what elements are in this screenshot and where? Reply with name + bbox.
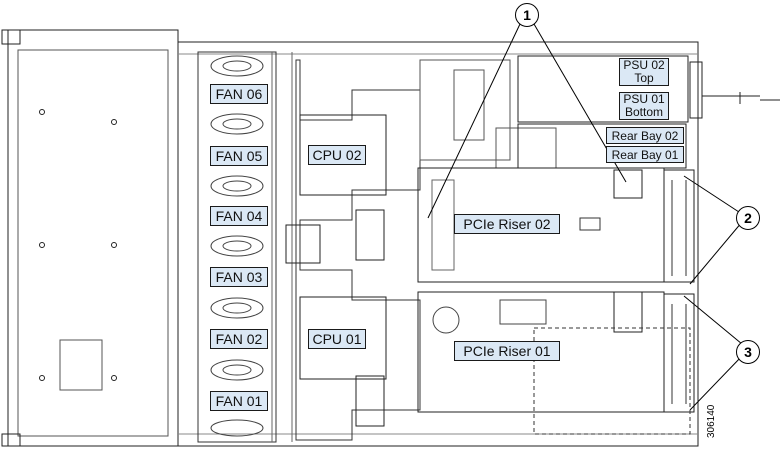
chassis-outline	[177, 41, 699, 447]
callout-1: 1	[515, 3, 539, 27]
rear-bay-02-label: Rear Bay 02	[606, 127, 684, 144]
psu-02-label: PSU 02 Top	[619, 58, 669, 86]
cpu-01-label: CPU 01	[308, 329, 366, 349]
fan-05-label: FAN 05	[210, 146, 268, 166]
fan-04-label: FAN 04	[210, 206, 268, 226]
psu-02-line1: PSU 02	[623, 58, 665, 73]
fan-06-label: FAN 06	[210, 84, 268, 104]
figure-id: 306140	[706, 404, 717, 438]
callout-2: 2	[736, 206, 760, 230]
psu-01-line2: Bottom	[624, 105, 663, 119]
fan-02-label: FAN 02	[210, 329, 268, 349]
fan-01-label: FAN 01	[210, 391, 268, 411]
pcie-riser-02-label: PCIe Riser 02	[454, 214, 560, 234]
cpu-02-label: CPU 02	[308, 145, 366, 165]
front-drive-bay	[7, 29, 179, 447]
psu-01-line1: PSU 01	[623, 92, 665, 107]
rear-bay-01-label: Rear Bay 01	[606, 146, 684, 163]
pcie-riser-01-label: PCIe Riser 01	[454, 341, 560, 361]
callout-3: 3	[736, 340, 760, 364]
psu-02-line2: Top	[634, 71, 654, 85]
psu-01-label: PSU 01 Bottom	[619, 92, 669, 120]
fan-03-label: FAN 03	[210, 267, 268, 287]
